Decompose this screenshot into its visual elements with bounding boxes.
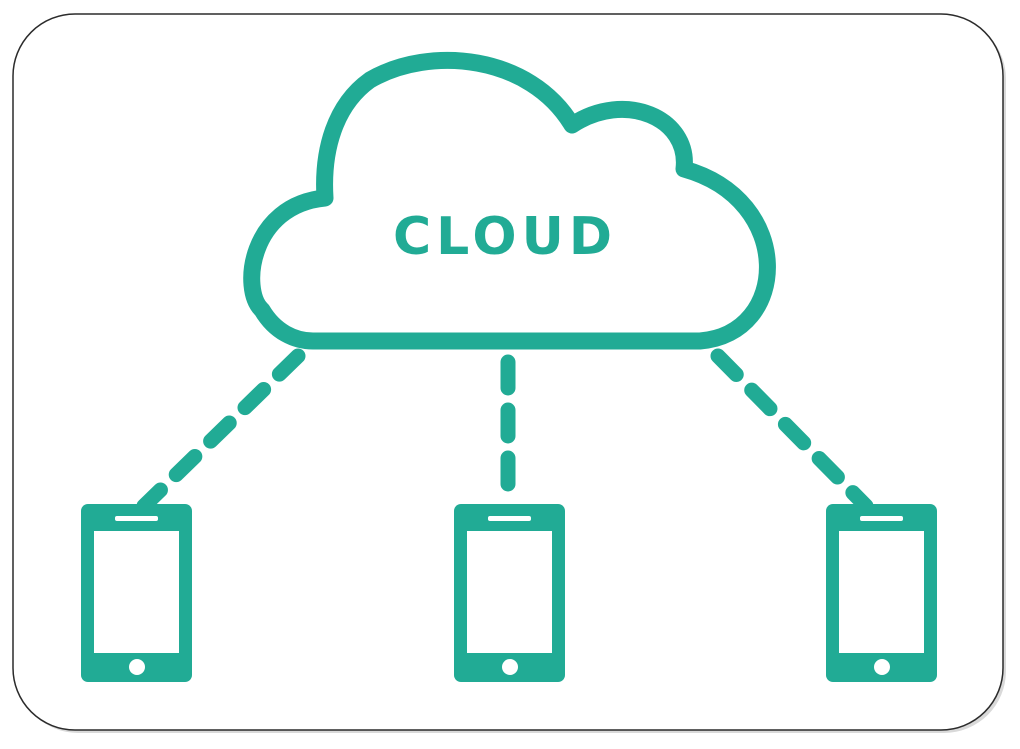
connector-right [710,348,874,514]
connector-left [136,348,306,514]
phone-icon [454,504,565,682]
cloud-label: CLOUD [393,207,617,267]
phone-icon [81,504,192,682]
phone-icon [826,504,937,682]
cloud-icon [243,51,776,350]
